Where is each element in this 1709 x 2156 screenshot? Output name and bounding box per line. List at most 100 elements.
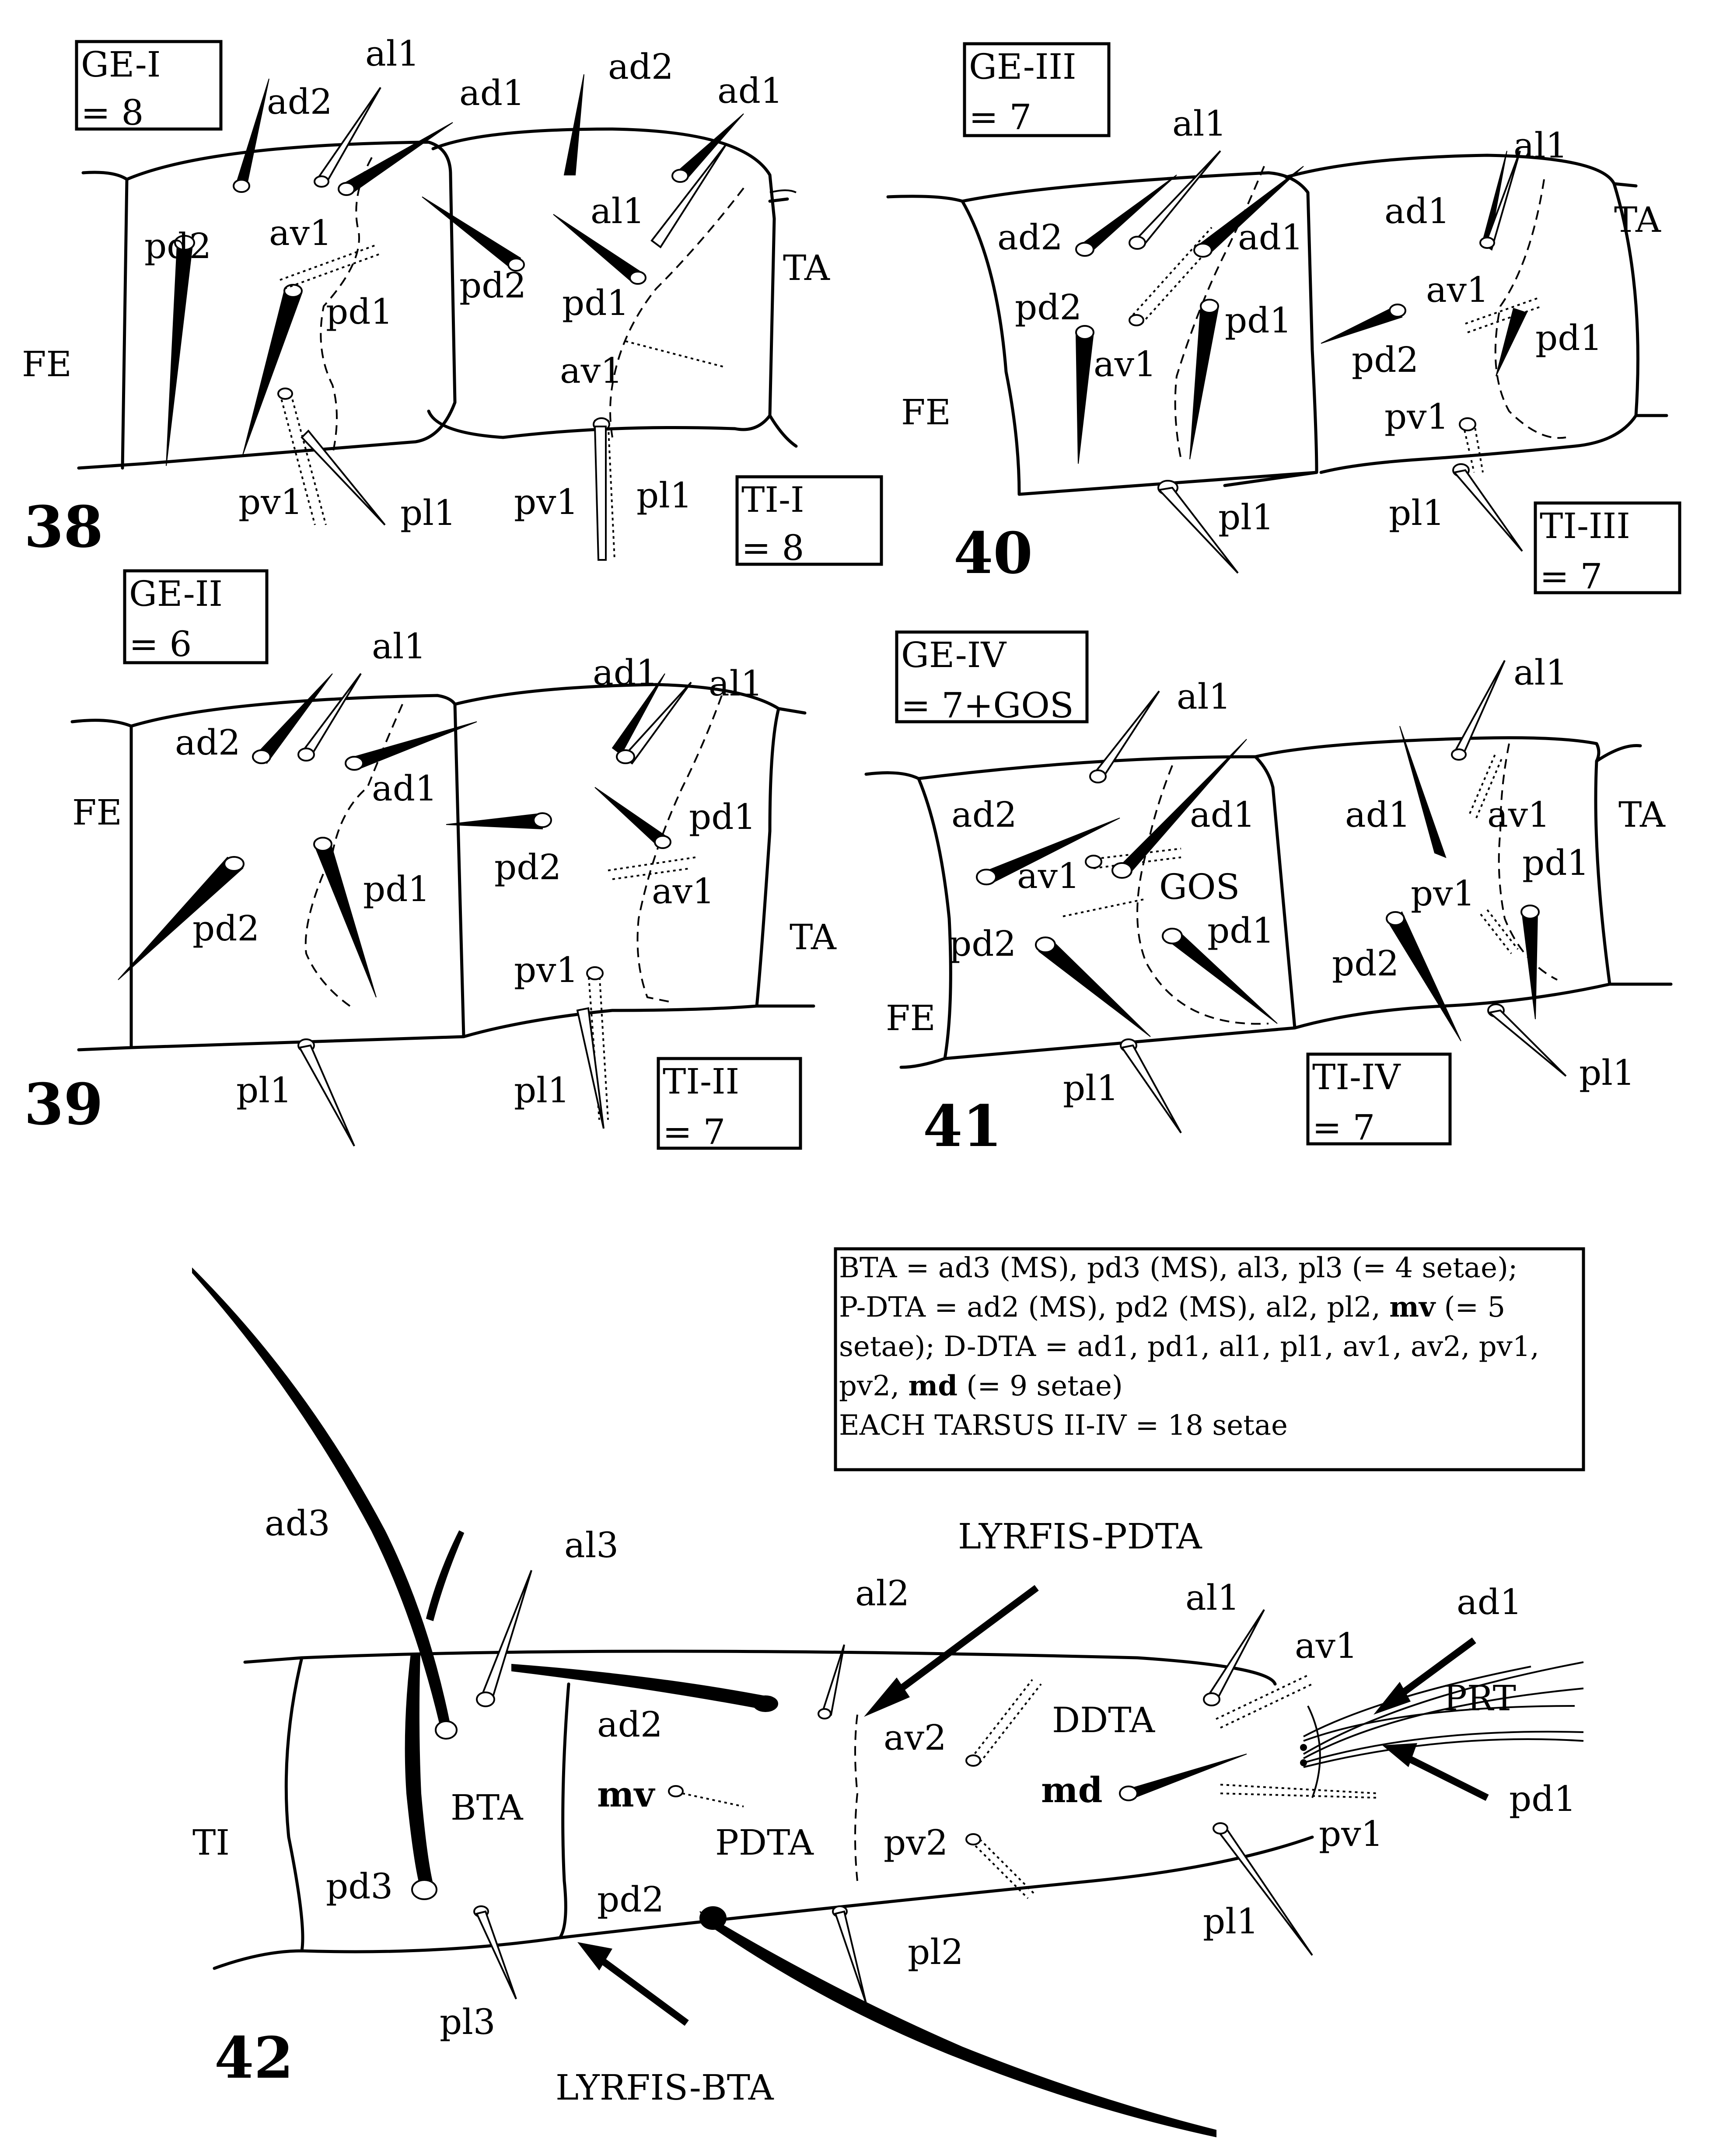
pd1-ti-label: pd1 [689, 797, 756, 837]
al3-seta [480, 1570, 532, 1701]
pd1-label: pd1 [1509, 1779, 1576, 1819]
ad2-seta-ti-38 [563, 74, 584, 175]
genu-outline [77, 140, 457, 470]
ad1-label: ad1 [1238, 217, 1304, 258]
pl3-label: pl3 [440, 2002, 496, 2042]
pl1-seta-41 [1120, 1044, 1182, 1134]
ge-box-rect [963, 42, 1111, 137]
figure-number: 38 [24, 493, 103, 560]
ti-box-line2: = 7 [1312, 1107, 1375, 1148]
pv1-socket-38 [277, 388, 293, 400]
pv1-socket-ti-39 [586, 966, 604, 980]
ad1-ti-label: ad1 [717, 70, 783, 111]
md-label: md [1041, 1769, 1103, 1810]
pd3-seta [405, 1653, 434, 1886]
pd1-seta-39 [314, 841, 377, 998]
pl1-label: pl1 [400, 493, 456, 533]
al1-ti-label: al1 [1513, 652, 1568, 693]
pl1-seta-38 [301, 430, 386, 526]
figure-41: FE TA al1 ad2 av1 ad1 GOS pd2 pd1 pl1 al… [864, 630, 1673, 1160]
ad1-label: ad1 [372, 768, 437, 809]
pd1-socket-39 [313, 837, 332, 852]
pl1-ti-label: pl1 [514, 1070, 570, 1111]
legend-line3: setae); D-DTA = ad1, pd1, al1, pl1, av1,… [839, 1331, 1539, 1363]
al2-socket [818, 1708, 832, 1719]
pd1-ti-label: pd1 [562, 283, 629, 323]
al3-socket [476, 1691, 495, 1707]
figure-38: FE TA ad2 al1 ad1 pd2 av1 pd1 pv1 pl1 ad… [22, 33, 883, 568]
prt-claw-1 [1300, 1744, 1307, 1751]
claw-arc [1307, 1705, 1321, 1798]
prt-lines [1303, 1661, 1584, 1768]
mv-socket [668, 1785, 684, 1797]
pdta-label: PDTA [715, 1822, 814, 1863]
pd2-label: pd2 [1015, 287, 1082, 328]
ad2-label: ad2 [267, 81, 332, 122]
figure-number: 42 [214, 2024, 294, 2091]
genu-dash [320, 157, 373, 455]
tarsus-outline [213, 1649, 1314, 1970]
ad2-socket-39 [252, 749, 271, 764]
pd2-socket-39 [224, 856, 245, 872]
md-socket [1119, 1786, 1138, 1801]
ti-box-line1: TI-III [1540, 506, 1630, 546]
ad1-socket-41 [1111, 862, 1132, 879]
ad1-ti-label: ad1 [1384, 191, 1450, 231]
pd1-ti-label: pd1 [1535, 318, 1602, 358]
pl1-label: pl1 [1203, 1901, 1259, 1942]
gos-line [1062, 898, 1146, 917]
lyrfis-bta-arrow [593, 1952, 689, 2026]
pd1-seta-ti-39 [594, 787, 666, 847]
ti-box-line1: TI-IV [1312, 1057, 1401, 1097]
al1-seta [1206, 1609, 1265, 1703]
ad2-socket-40 [1075, 242, 1094, 257]
av2-seta [970, 1679, 1042, 1764]
av1-ti-label: av1 [1426, 269, 1489, 310]
tibia-dash [636, 695, 723, 1003]
pl3-seta [475, 1910, 517, 1999]
pl2-seta [834, 1910, 867, 2004]
pl1-seta-40 [1157, 486, 1239, 574]
ti-box-rect [735, 475, 883, 566]
av1-seta-38 [280, 244, 381, 290]
av1-socket-40 [1129, 314, 1144, 326]
ti-label: TI [192, 1822, 230, 1863]
av1-label: av1 [269, 213, 332, 253]
ge-box-line1: GE-III [969, 46, 1076, 87]
pd1-label: pd1 [326, 291, 393, 332]
ge-box-line2: = 7 [969, 97, 1031, 137]
pd1-socket-ti-38 [629, 271, 647, 285]
pl1-seta-ti-41 [1487, 1009, 1567, 1077]
pd2-seta-38 [166, 245, 193, 466]
tibia-dash [1494, 179, 1566, 439]
pv1-seta-ti-41 [1480, 909, 1519, 954]
av1-label: av1 [1017, 856, 1080, 896]
pv1-seta-38 [279, 393, 327, 525]
figure-39: FE TA al1 ad2 ad1 pd2 pd1 pl1 ad1 al1 pd… [24, 569, 837, 1152]
pd2-ti-label: pd2 [459, 265, 526, 306]
ad1-seta-ti-39 [612, 673, 665, 755]
ti-box-rect [1534, 501, 1681, 594]
pd2-socket-ti-41 [1386, 911, 1405, 926]
gos-label: GOS [1159, 867, 1240, 907]
ad2-seta-38 [235, 78, 269, 184]
av1-seta-ti-40 [1465, 297, 1542, 333]
prt-label: PRT [1443, 1678, 1516, 1719]
pd2-label: pd2 [949, 923, 1016, 964]
al1-seta-41 [1092, 690, 1160, 780]
pl1-ti-label: pl1 [1389, 493, 1445, 533]
figure-40: FE TA al1 ad2 ad1 pd2 av1 pd1 pl1 al1 ad… [886, 42, 1681, 597]
lyrfis-bta-label: LYRFIS-BTA [556, 2067, 774, 2108]
ad1-ti-label: ad1 [593, 652, 658, 693]
pd1-seta-38 [242, 290, 303, 455]
pd2-socket-40 [1075, 325, 1094, 340]
pd2-socket-38 [174, 235, 195, 251]
al1-seta-ti-41 [1453, 660, 1506, 756]
pd2-seta [699, 1911, 1216, 2138]
ge-box-line2: = 6 [129, 624, 192, 664]
pd1-arrow [1402, 1753, 1489, 1801]
al2-seta [821, 1644, 845, 1716]
al1-socket-ti-39 [616, 749, 635, 764]
ad2-socket-38 [233, 179, 250, 193]
